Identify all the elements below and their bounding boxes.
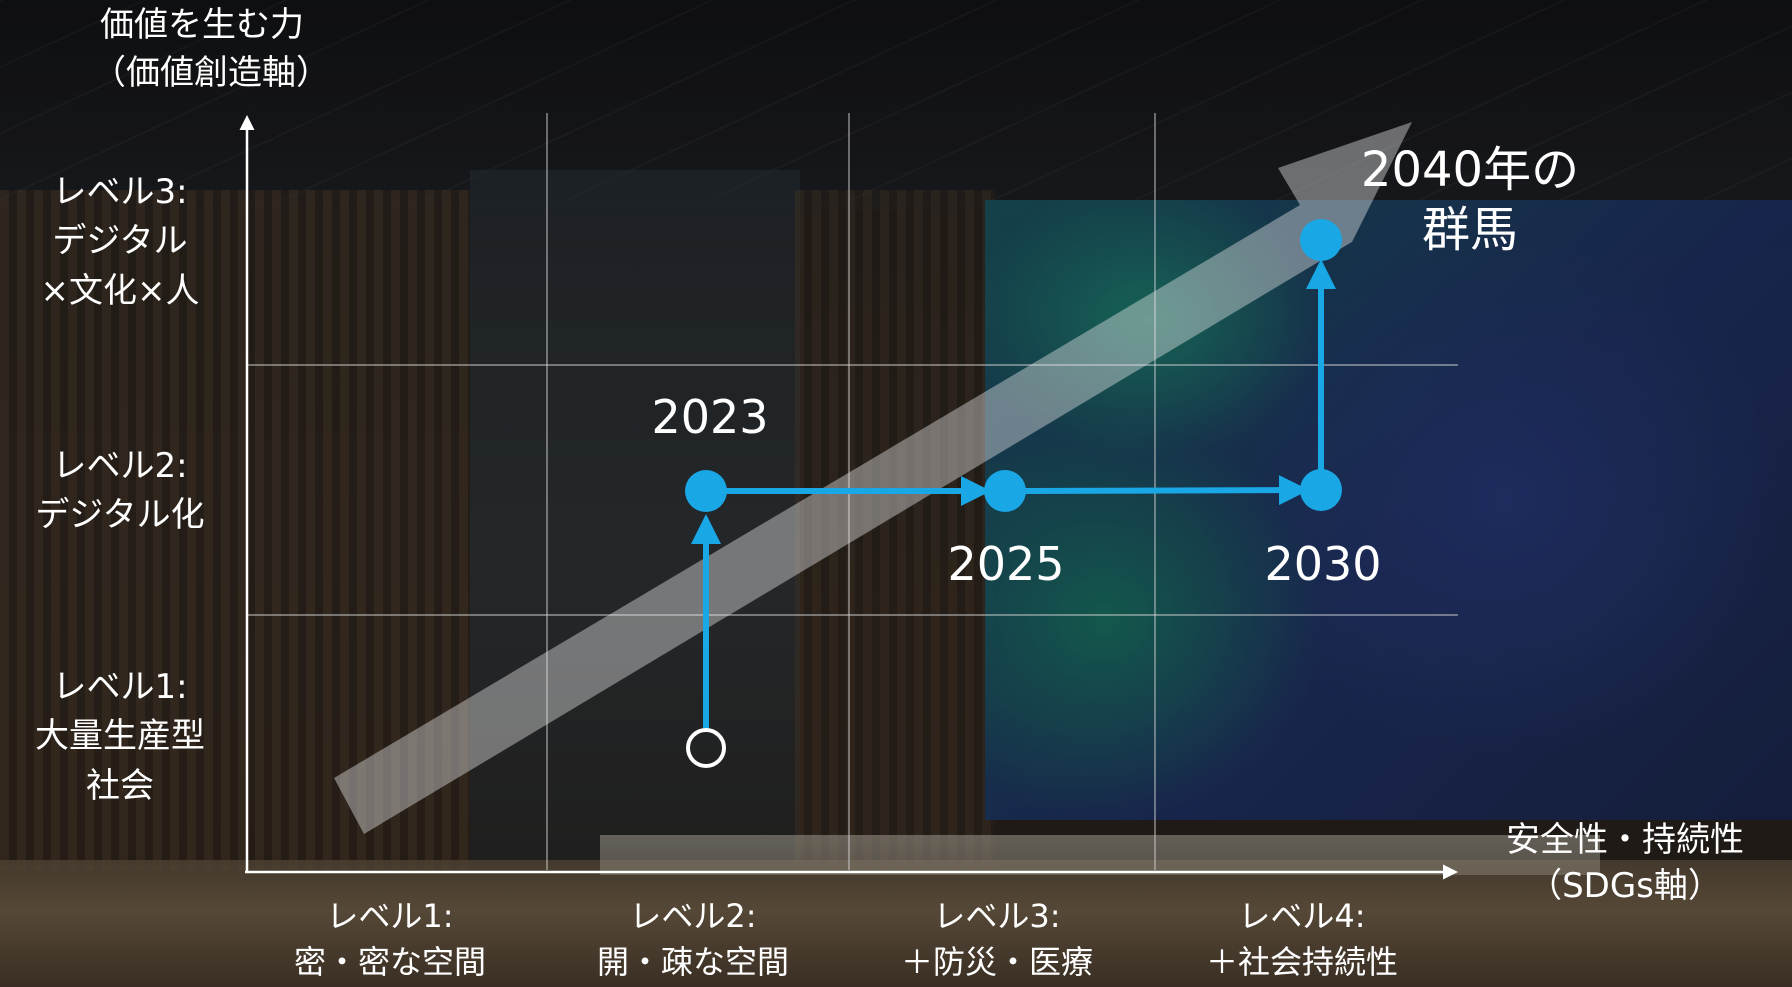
y-axis-title: 価値を生む力 （価値創造軸） xyxy=(92,2,400,97)
x-level-4-line1: レベル4: xyxy=(1238,897,1366,935)
milestone-2025-label: 2025 xyxy=(947,537,1065,591)
progress-path xyxy=(685,219,1342,768)
y-level-3-line3: ×文化×人 xyxy=(40,270,200,311)
milestone-2023-label: 2023 xyxy=(651,390,769,444)
background-floor xyxy=(0,860,1792,987)
x-level-1-label: レベル1: 密・密な空間 xyxy=(240,893,540,986)
trend-arrow xyxy=(334,122,1412,834)
background-ceiling-beams xyxy=(0,0,1792,200)
y-level-3-line2: デジタル xyxy=(52,221,188,262)
x-axis-title: 安全性・持続性 （SDGs軸） xyxy=(1470,818,1780,910)
x-level-4-line2: ＋社会持続性 xyxy=(1205,943,1398,982)
x-level-2-line2: 開・疎な空間 xyxy=(596,943,789,982)
y-axis-title-line2: （価値創造軸） xyxy=(92,52,330,93)
target-line1: 2040年の xyxy=(1360,142,1580,198)
milestone-2030-marker xyxy=(1300,469,1342,511)
background-glass-wall xyxy=(470,170,800,870)
x-axis-title-line1: 安全性・持続性 xyxy=(1506,820,1744,860)
y-level-3-label: レベル3: デジタル ×文化×人 xyxy=(0,168,240,316)
y-level-2-label: レベル2: デジタル化 xyxy=(0,442,240,541)
y-level-1-line1: レベル1: xyxy=(52,667,188,707)
x-axis-title-line2: （SDGs軸） xyxy=(1528,865,1722,906)
background-railing xyxy=(600,835,1600,875)
y-level-2-line1: レベル2: xyxy=(52,446,188,486)
background-wood-panel-center xyxy=(795,190,995,870)
milestone-2030-label: 2030 xyxy=(1264,537,1382,591)
y-level-1-line3: 社会 xyxy=(86,765,154,806)
y-level-3-line1: レベル3: xyxy=(52,172,188,212)
background-wood-panel-left xyxy=(0,190,470,870)
x-level-2-line1: レベル2: xyxy=(629,897,757,935)
start-point-marker xyxy=(686,728,726,768)
milestone-2040-marker xyxy=(1300,219,1342,261)
y-level-1-label: レベル1: 大量生産型 社会 xyxy=(0,663,240,811)
target-line2: 群馬 xyxy=(1421,202,1518,258)
x-level-1-line1: レベル1: xyxy=(326,897,454,935)
x-level-4-label: レベル4: ＋社会持続性 xyxy=(1152,893,1452,986)
milestone-2023-marker xyxy=(685,470,727,512)
y-axis-title-line1: 価値を生む力 xyxy=(100,5,304,45)
background-projection-screen xyxy=(985,200,1792,820)
milestone-2025-marker xyxy=(984,470,1026,512)
background-ceiling xyxy=(0,0,1792,210)
x-level-1-line2: 密・密な空間 xyxy=(293,943,486,982)
target-2040-label: 2040年の 群馬 xyxy=(1330,140,1610,260)
x-level-3-line2: ＋防災・医療 xyxy=(900,943,1093,982)
x-level-2-label: レベル2: 開・疎な空間 xyxy=(543,893,843,986)
y-level-1-line2: 大量生産型 xyxy=(35,716,205,757)
x-level-3-line1: レベル3: xyxy=(933,897,1061,935)
path-segment-2025-2030 xyxy=(1024,475,1309,506)
y-level-2-line2: デジタル化 xyxy=(35,495,205,536)
x-level-3-label: レベル3: ＋防災・医療 xyxy=(847,893,1147,986)
